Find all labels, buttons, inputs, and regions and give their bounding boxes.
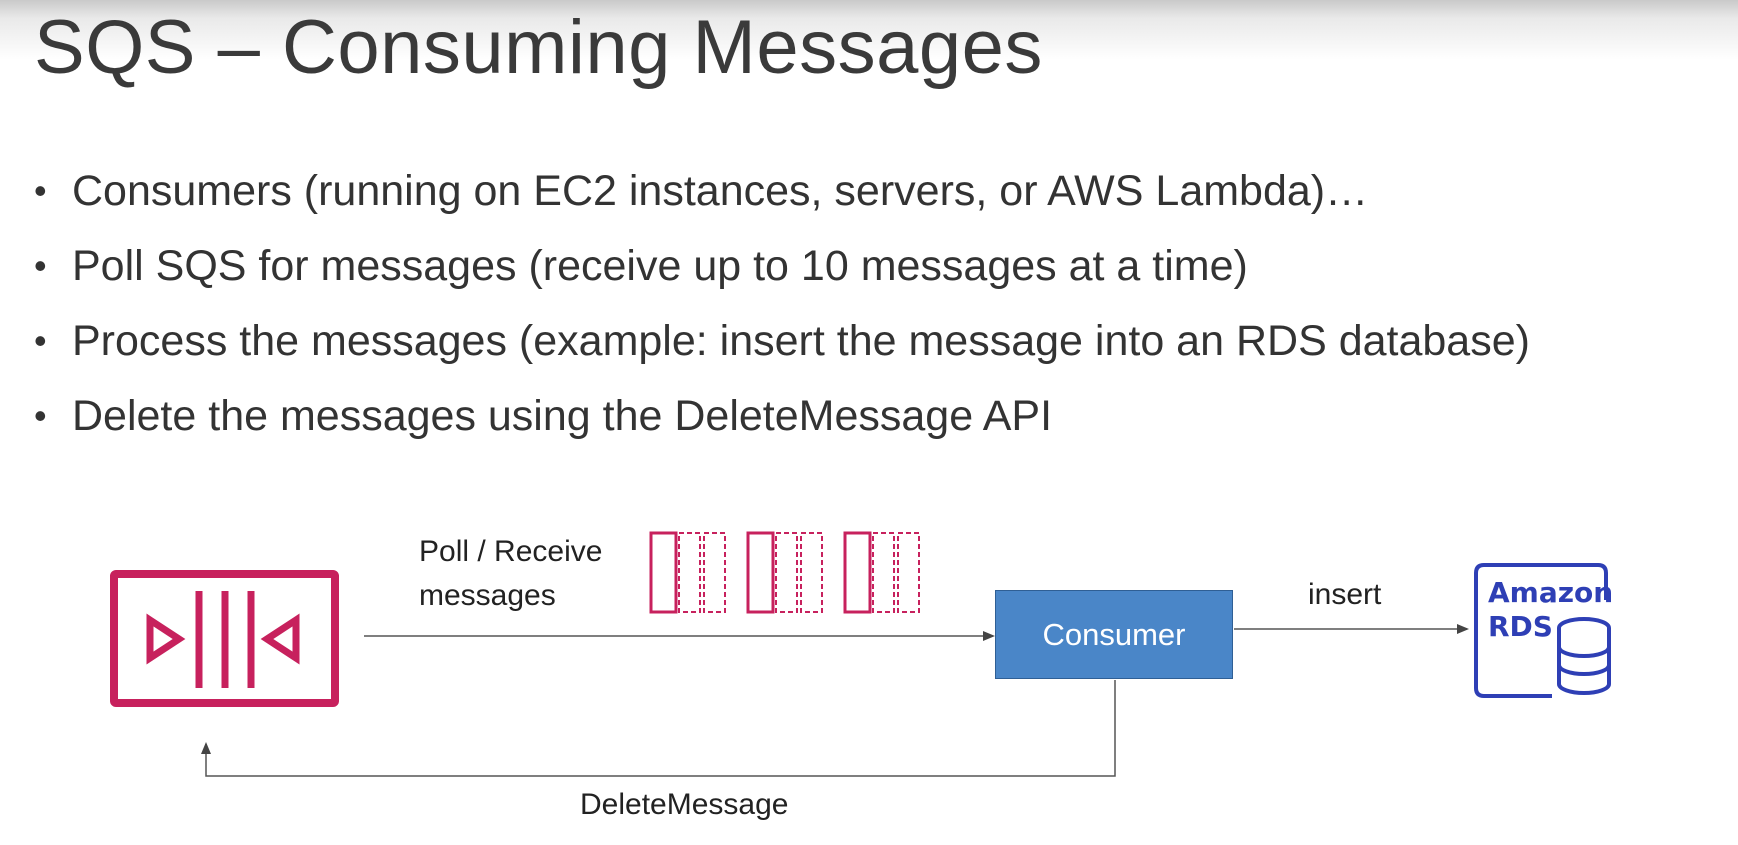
message-batch-icon xyxy=(843,531,920,614)
rds-label-amazon: Amazon xyxy=(1488,576,1613,609)
delete-message-arrow xyxy=(201,680,1116,777)
delete-message-label: DeleteMessage xyxy=(580,788,789,821)
amazon-rds-icon: Amazon RDS xyxy=(1474,563,1613,698)
slide-title: SQS – Consuming Messages xyxy=(34,5,1043,90)
poll-receive-label: Poll / Receive messages xyxy=(419,530,602,618)
insert-label: insert xyxy=(1308,578,1382,611)
poll-label-line2: messages xyxy=(419,579,556,612)
poll-label-line1: Poll / Receive xyxy=(419,535,603,568)
bullet-item: Process the messages (example: insert th… xyxy=(34,315,1530,390)
consumer-box: Consumer xyxy=(995,590,1233,679)
bullet-list: Consumers (running on EC2 instances, ser… xyxy=(34,165,1530,465)
consumer-label: Consumer xyxy=(1042,616,1186,652)
bullet-item: Delete the messages using the DeleteMess… xyxy=(34,390,1530,465)
rds-label-rds: RDS xyxy=(1488,610,1553,643)
sqs-queue-icon xyxy=(110,570,339,707)
message-batch-icon xyxy=(746,531,823,614)
bullet-item: Poll SQS for messages (receive up to 10 … xyxy=(34,240,1530,315)
message-batch-icon xyxy=(649,531,726,614)
bullet-item: Consumers (running on EC2 instances, ser… xyxy=(34,165,1530,240)
